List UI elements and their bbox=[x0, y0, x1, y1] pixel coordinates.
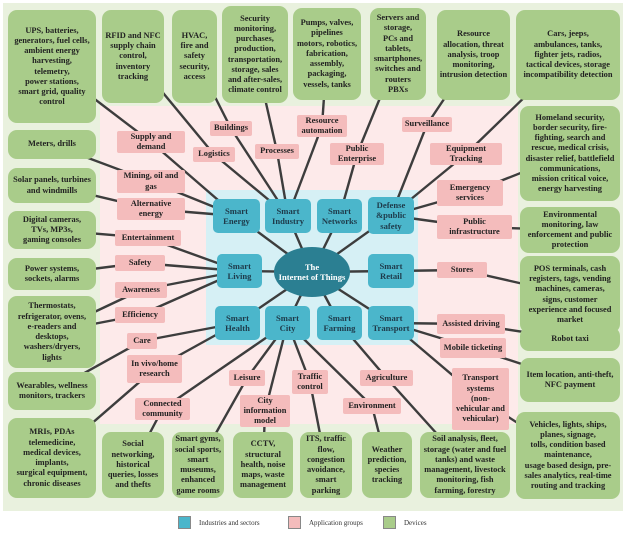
application-public-infrastructure: Public infrastructure bbox=[437, 215, 512, 239]
application-agriculture: Agriculture bbox=[360, 370, 413, 386]
application-logistics: Logistics bbox=[193, 147, 235, 162]
sector-smart-health: Smart Health bbox=[215, 306, 260, 340]
application-resource-automation: Resource automation bbox=[297, 115, 347, 137]
application-public-enterprise: Public Enterprise bbox=[330, 143, 384, 165]
legend-industries: Industries and sectors bbox=[178, 516, 260, 529]
device-group: Cars, jeeps, ambulances, tanks, fighter … bbox=[516, 10, 620, 100]
application-entertainment: Entertainment bbox=[115, 230, 181, 246]
application-equipment-tracking: Equipment Tracking bbox=[430, 143, 502, 165]
application-alternative-energy: Alternative energy bbox=[117, 198, 185, 220]
legend-label: Application groups bbox=[309, 518, 363, 527]
sector-smart-energy: Smart Energy bbox=[213, 199, 260, 233]
legend-swatch bbox=[288, 516, 301, 529]
sector-smart-living: Smart Living bbox=[217, 254, 262, 288]
application-assisted-driving: Assisted driving bbox=[437, 314, 505, 334]
device-group: Social networking, historical queries, l… bbox=[102, 432, 164, 498]
application-mining-oil-and-gas: Mining, oil and gas bbox=[117, 170, 185, 193]
device-group: Digital cameras, TVs, MP3s, gaming conso… bbox=[8, 211, 96, 249]
device-group: Security monitoring, purchases, producti… bbox=[222, 6, 288, 103]
legend-label: Devices bbox=[404, 518, 427, 527]
sector-smart-retail: Smart Retail bbox=[368, 254, 414, 288]
device-group: MRIs, PDAs telemedicine, medical devices… bbox=[8, 418, 96, 498]
device-group: Vehicles, lights, ships, planes, signage… bbox=[516, 412, 620, 499]
device-group: HVAC, fire and safety security, access bbox=[172, 10, 217, 103]
sector-smart-networks: Smart Networks bbox=[317, 199, 362, 233]
device-group: RFID and NFC supply chain control, inven… bbox=[102, 10, 164, 103]
legend-applications: Application groups bbox=[288, 516, 363, 529]
application-city-information-model: City information model bbox=[240, 395, 290, 427]
legend-devices: Devices bbox=[383, 516, 427, 529]
device-group: CCTV, structural health, noise maps, was… bbox=[233, 432, 293, 498]
legend-swatch bbox=[383, 516, 396, 529]
sector-smart-city: Smart City bbox=[265, 306, 310, 340]
device-group: Homeland security, border security, fire… bbox=[520, 106, 620, 201]
application-environment: Environment bbox=[343, 398, 401, 414]
sector-smart-industry: Smart Industry bbox=[265, 199, 311, 233]
application-efficiency: Efficiency bbox=[115, 307, 165, 323]
application-mobile-ticketing: Mobile ticketing bbox=[440, 338, 506, 358]
application-in-vivo-home-research: In vivo/home research bbox=[127, 355, 182, 383]
legend-swatch bbox=[178, 516, 191, 529]
device-group: Pumps, valves, pipelines motors, robotic… bbox=[293, 8, 361, 100]
sector-smart-farming: Smart Farming bbox=[317, 306, 362, 340]
device-group: Servers and storage, PCs and tablets, sm… bbox=[370, 8, 426, 100]
sector-defense-public-safety: Defense &public safety bbox=[368, 197, 414, 234]
sector-smart-transport: Smart Transport bbox=[368, 306, 414, 340]
device-group: Robot taxi bbox=[520, 327, 620, 351]
center-node-iot: The Internet of Things bbox=[274, 247, 350, 297]
application-buildings: Buildings bbox=[210, 121, 252, 136]
device-group: Smart gyms, social sports, smart museums… bbox=[172, 432, 224, 498]
device-group: Resource allocation, threat analysis, tr… bbox=[437, 10, 510, 100]
device-group: Item location, anti-theft, NFC payment bbox=[520, 358, 620, 402]
device-group: Meters, drills bbox=[8, 130, 96, 159]
application-care: Care bbox=[127, 333, 157, 349]
application-leisure: Leisure bbox=[229, 370, 265, 386]
device-group: Wearables, wellness monitors, trackers bbox=[8, 372, 96, 410]
device-group: ITS, traffic flow, congestion avoidance,… bbox=[300, 432, 352, 498]
application-processes: Processes bbox=[255, 144, 299, 159]
device-group: Weather prediction, species tracking bbox=[362, 432, 412, 498]
device-group: Solar panels, turbines and windmills bbox=[8, 168, 96, 203]
application-emergency-services: Emergency services bbox=[437, 180, 503, 206]
application-supply-and-demand: Supply and demand bbox=[117, 131, 185, 153]
application-connected-community: Connected community bbox=[135, 398, 190, 420]
application-transport-systems-non-vehicula: Transport systems (non- vehicular and ve… bbox=[452, 368, 509, 430]
device-group: Thermostats, refrigerator, ovens, e-read… bbox=[8, 296, 96, 368]
device-group: UPS, batteries, generators, fuel cells, … bbox=[8, 10, 96, 123]
application-safety: Safety bbox=[115, 255, 165, 271]
legend-label: Industries and sectors bbox=[199, 518, 260, 527]
application-awareness: Awareness bbox=[115, 282, 167, 298]
device-group: POS terminals, cash registers, tags, ven… bbox=[520, 256, 620, 333]
application-stores: Stores bbox=[437, 262, 487, 278]
application-surveillance: Surveillance bbox=[402, 117, 452, 132]
device-group: Power systems, sockets, alarms bbox=[8, 258, 96, 290]
device-group: Soil analysis, fleet, storage (water and… bbox=[420, 432, 510, 498]
device-group: Environmental monitoring, law enforcemen… bbox=[520, 207, 620, 253]
application-traffic-control: Traffic control bbox=[292, 370, 328, 394]
